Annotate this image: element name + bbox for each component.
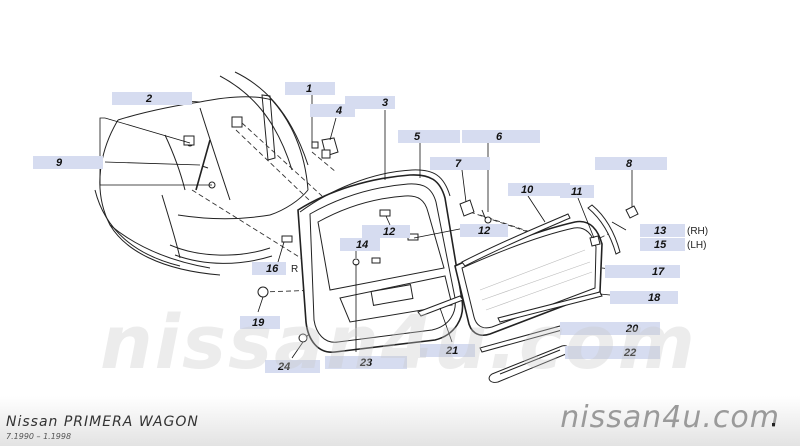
- svg-text:5: 5: [414, 131, 421, 143]
- callout-3: 3: [345, 96, 395, 109]
- door-hinge: [321, 137, 339, 159]
- svg-text:13: 13: [654, 225, 666, 237]
- callout-20: 20: [560, 322, 660, 335]
- callout-17: 17: [605, 265, 680, 278]
- svg-text:6: 6: [496, 131, 503, 143]
- callout-21: 21: [420, 344, 475, 357]
- callout-1: 1: [285, 82, 335, 95]
- callout-7: 7: [430, 157, 490, 170]
- svg-text:7: 7: [455, 158, 462, 170]
- bolt-1: [311, 141, 319, 149]
- small-parts-left: [257, 235, 308, 343]
- back-door: [297, 174, 464, 353]
- molding-10: [461, 213, 571, 267]
- striker: [459, 199, 492, 224]
- svg-text:22: 22: [623, 347, 636, 359]
- callout-10: 10: [508, 183, 570, 196]
- svg-text:21: 21: [445, 345, 458, 357]
- svg-text:24: 24: [277, 361, 290, 373]
- brand-dot: [772, 423, 775, 426]
- model-title: Nissan PRIMERA WAGON: [6, 414, 199, 430]
- callout-2: 2: [112, 92, 192, 105]
- svg-text:8: 8: [626, 158, 633, 170]
- model-dates: 7.1990 – 1.1998: [6, 432, 72, 441]
- weatherstrip: [299, 169, 451, 213]
- svg-text:15: 15: [654, 239, 667, 251]
- callout-12a: 12: [362, 225, 410, 238]
- callout-22: 22: [565, 346, 660, 359]
- callout-5: 5: [398, 130, 460, 143]
- callout-15: 15: [640, 238, 685, 251]
- svg-text:3: 3: [382, 97, 388, 109]
- callout-18: 18: [610, 291, 678, 304]
- callout-4: 4: [310, 104, 355, 117]
- side-molding: [587, 204, 621, 255]
- callout-14: 14: [340, 238, 380, 251]
- svg-text:14: 14: [356, 239, 368, 251]
- lh-annotation: (LH): [687, 240, 706, 251]
- svg-text:18: 18: [648, 292, 661, 304]
- svg-text:12: 12: [383, 226, 395, 238]
- svg-text:4: 4: [335, 105, 342, 117]
- clip-8: [625, 205, 639, 219]
- svg-text:20: 20: [625, 323, 639, 335]
- footer-band: [0, 396, 800, 446]
- callout-19: 19: [240, 316, 280, 329]
- rh-annotation: (RH): [687, 226, 708, 237]
- svg-text:2: 2: [145, 93, 152, 105]
- clip-11: [589, 235, 601, 247]
- callout-9: 9: [33, 156, 103, 169]
- callout-6: 6: [462, 130, 540, 143]
- body-hinge: [183, 116, 243, 146]
- callout-16: 16: [252, 262, 286, 275]
- callout-24: 24: [265, 360, 320, 373]
- callout-23: 23: [325, 356, 407, 369]
- watermark: nissan4u.com: [100, 300, 697, 386]
- leader-lines: [174, 95, 633, 359]
- callout-11: 11: [560, 185, 594, 198]
- svg-text:17: 17: [652, 266, 665, 278]
- brand-logo: nissan4u.com: [560, 400, 780, 435]
- svg-text:23: 23: [359, 357, 372, 369]
- svg-text:1: 1: [306, 83, 312, 95]
- callout-8: 8: [595, 157, 667, 170]
- r-mark: R: [291, 264, 298, 275]
- svg-text:9: 9: [56, 157, 63, 169]
- svg-text:12: 12: [478, 225, 490, 237]
- bracket-9: [82, 117, 212, 186]
- svg-text:10: 10: [521, 184, 534, 196]
- callout-12b: 12: [460, 224, 508, 237]
- svg-text:19: 19: [252, 317, 265, 329]
- callouts: 1 2 3 4 5 6 7 8 9 10 11 12 12 13 14 15 1…: [33, 82, 685, 373]
- svg-text:16: 16: [266, 263, 279, 275]
- svg-text:11: 11: [571, 186, 582, 198]
- lower-molding: [417, 291, 603, 353]
- callout-13: 13: [640, 224, 685, 237]
